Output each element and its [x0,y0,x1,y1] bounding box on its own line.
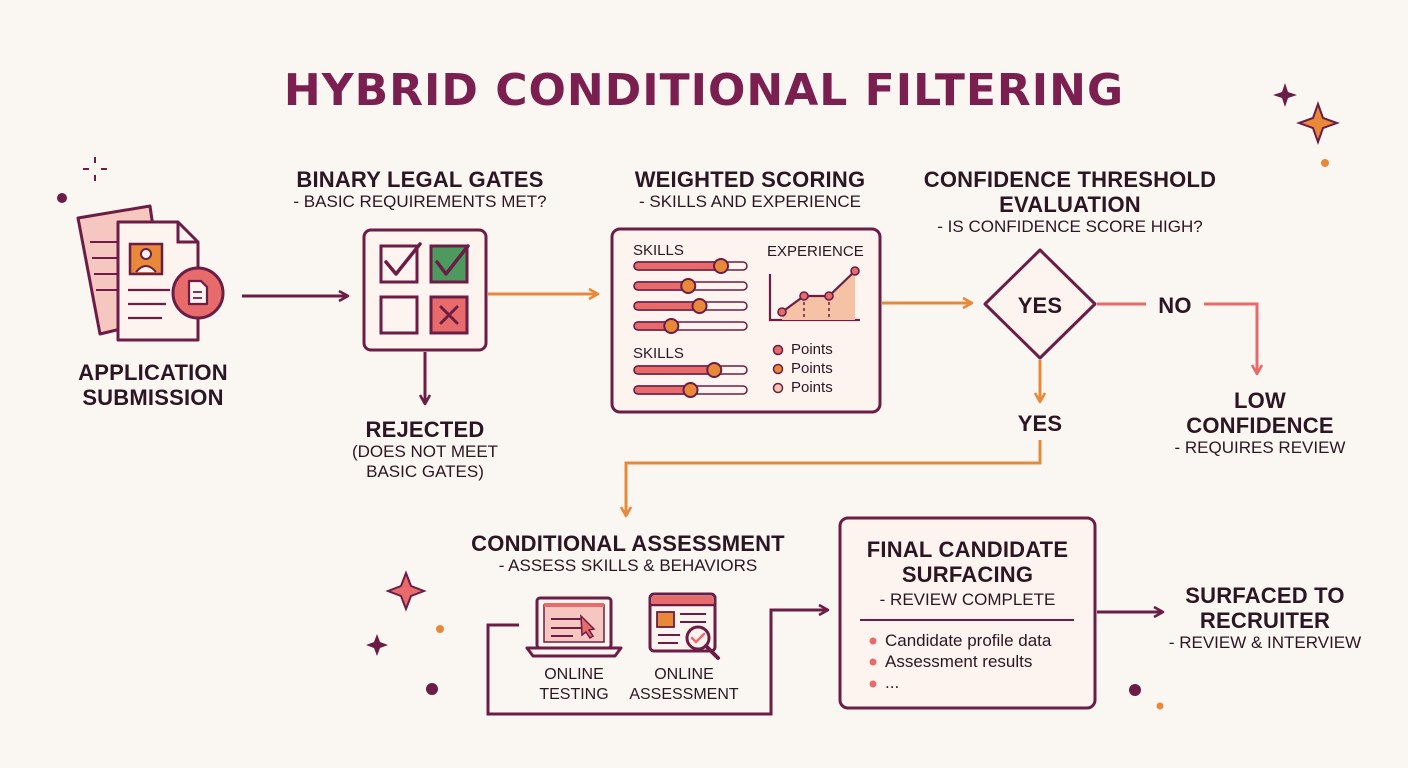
weighted-scoring-header: WEIGHTED SCORING - SKILLS AND EXPERIENCE [634,167,866,211]
slider-knob [682,382,699,398]
application-documents-icon [76,204,225,342]
sparkle-icon [83,157,107,181]
confidence-decision-diamond [983,248,1097,360]
decor-dot [1129,684,1141,696]
confidence-header: CONFIDENCE THRESHOLD EVALUATION - IS CON… [923,167,1217,236]
slider-fill [633,301,701,311]
online-testing-label: ONLINE TESTING [539,666,609,703]
slider-knob [680,278,697,294]
arrow-no-to-low-confidence [1204,302,1257,374]
decor-dot [1321,159,1329,167]
sparkle-icon [366,634,388,656]
laptop-testing-icon [525,596,623,658]
experience-chart [768,266,860,322]
slider-knob [706,362,723,378]
final-bullet: Assessment results [885,652,1033,671]
skills-label: SKILLS [633,242,684,259]
arrow-yes-to-conditional [626,440,1042,516]
browser-assessment-icon [648,592,720,660]
legal-gates-header: BINARY LEGAL GATES - BASIC REQUIREMENTS … [293,167,547,211]
legend-label: Points [791,341,833,358]
legend-label: Points [791,360,833,377]
application-label: APPLICATION SUBMISSION [78,360,228,410]
slider-fill [633,365,715,375]
sparkle-icon [385,570,427,612]
skills-label: SKILLS [633,345,684,362]
bullet-dot [869,680,877,688]
legend-dot [772,382,784,394]
experience-label: EXPERIENCE [767,243,864,260]
final-candidate-header: FINAL CANDIDATE SURFACING - REVIEW COMPL… [866,537,1069,609]
slider-knob [691,298,708,314]
legend-dot [772,344,784,356]
no-label: NO [1158,293,1192,318]
decor-dot [57,193,67,203]
diagram-title: HYBRID CONDITIONAL FILTERING [283,65,1125,116]
bullet-dot [869,658,877,666]
bullet-dot [869,637,877,645]
decor-dot [436,625,444,633]
diamond-yes-label: YES [1017,293,1063,318]
slider-fill [633,261,722,271]
assessment-connector [486,610,828,716]
skill-sliders [633,258,748,398]
rejected-label: REJECTED (DOES NOT MEET BASIC GATES) [351,417,499,481]
decor-dot [426,683,438,695]
slider-fill [633,385,692,395]
decor-dot [1156,702,1164,710]
legend-dot [772,363,784,375]
sparkle-icon [1273,83,1297,107]
conditional-assessment-header: CONDITIONAL ASSESSMENT - ASSESS SKILLS &… [471,531,785,575]
slider-knob [663,318,680,334]
legal-gates-checklist-icon [362,228,488,352]
final-bullet: Candidate profile data [885,631,1052,650]
yes-label: YES [1017,411,1063,436]
final-bullet: ... [885,673,900,692]
slider-knob [713,258,730,274]
legend-label: Points [791,379,833,396]
final-candidate-card [838,516,1097,710]
surfaced-label: SURFACED TO RECRUITER - REVIEW & INTERVI… [1168,583,1362,652]
online-assessment-label: ONLINE ASSESSMENT [629,666,739,703]
sparkle-icon [1296,101,1340,145]
low-confidence-label: LOW CONFIDENCE - REQUIRES REVIEW [1174,388,1346,457]
slider-fill [633,281,689,291]
